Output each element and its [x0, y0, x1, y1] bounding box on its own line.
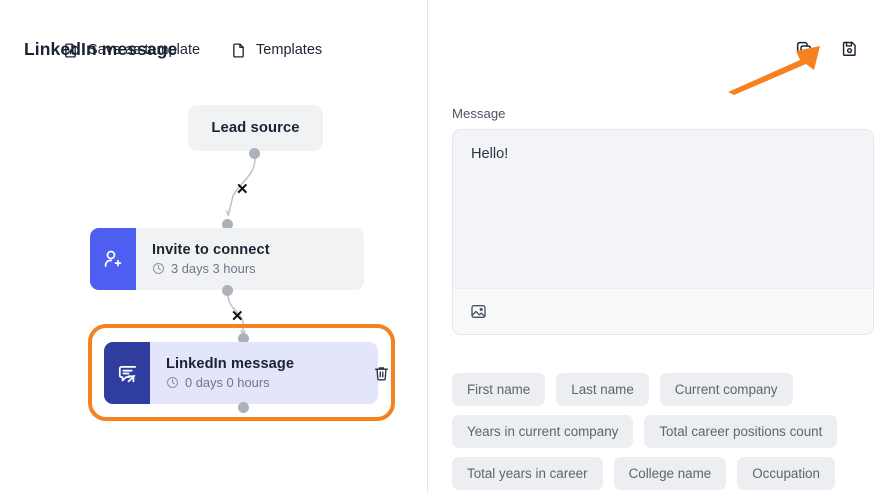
- node-handle-lead-source-out[interactable]: [243, 142, 266, 165]
- panel-divider: [427, 0, 428, 493]
- variable-chip-years-in-current-company[interactable]: Years in current company: [452, 415, 634, 448]
- node-body: Invite to connect 3 days 3 hours: [136, 242, 270, 276]
- node-title: Lead source: [211, 120, 300, 136]
- node-duration: 0 days 0 hours: [166, 375, 294, 390]
- node-duration: 3 days 3 hours: [152, 261, 270, 276]
- variable-chip-total-years-in-career[interactable]: Total years in career: [452, 457, 603, 490]
- editor-toolbar: [453, 288, 873, 334]
- variable-chip-occupation[interactable]: Occupation: [737, 457, 835, 490]
- message-editor[interactable]: Hello!: [452, 129, 874, 335]
- templates-label: Templates: [256, 42, 323, 58]
- variable-chip-list: First name Last name Current company Yea…: [452, 373, 874, 490]
- panel-header-actions: [794, 39, 860, 59]
- edge-delete-2[interactable]: ✕: [231, 308, 244, 325]
- node-duration-label: 0 days 0 hours: [185, 375, 270, 390]
- flow-node-lead-source[interactable]: Lead source: [188, 105, 323, 151]
- node-title: LinkedIn message: [166, 356, 295, 372]
- node-body: LinkedIn message 0 days 0 hours: [150, 356, 294, 390]
- clock-icon: [152, 262, 165, 275]
- flow-node-invite-to-connect[interactable]: Invite to connect 3 days 3 hours: [90, 228, 364, 290]
- floppy-save-icon[interactable]: [840, 39, 860, 59]
- delete-node-button[interactable]: [372, 364, 391, 383]
- file-plus-icon: [62, 42, 79, 59]
- save-as-template-button[interactable]: Save as template: [62, 42, 200, 59]
- message-field-label: Message: [452, 106, 506, 121]
- node-duration-label: 3 days 3 hours: [171, 261, 256, 276]
- variable-chip-total-career-positions-count[interactable]: Total career positions count: [644, 415, 838, 448]
- variable-chip-first-name[interactable]: First name: [452, 373, 546, 406]
- node-title: Invite to connect: [152, 242, 270, 258]
- edge-delete-1[interactable]: ✕: [236, 181, 249, 198]
- copy-icon[interactable]: [794, 39, 814, 59]
- file-icon: [230, 42, 247, 59]
- message-input[interactable]: Hello!: [471, 146, 509, 162]
- flow-node-linkedin-message[interactable]: LinkedIn message 0 days 0 hours: [104, 342, 378, 404]
- templates-button[interactable]: Templates: [230, 42, 322, 59]
- node-handle-invite-out[interactable]: [216, 279, 239, 302]
- save-as-template-label: Save as template: [88, 42, 201, 58]
- message-arrow-icon: [104, 342, 150, 404]
- variable-chip-college-name[interactable]: College name: [613, 457, 727, 490]
- variable-chip-last-name[interactable]: Last name: [556, 373, 649, 406]
- node-handle-message-out[interactable]: [232, 396, 255, 419]
- page-title: LinkedIn message: [24, 38, 178, 59]
- variable-chip-current-company[interactable]: Current company: [659, 373, 793, 406]
- flow-canvas[interactable]: Save as template Templates Lead source: [0, 0, 428, 493]
- user-plus-icon: [90, 228, 136, 290]
- panel-header: LinkedIn message: [24, 33, 860, 65]
- clock-icon: [166, 376, 179, 389]
- image-icon[interactable]: [469, 302, 488, 321]
- canvas-toolbar: Save as template Templates: [0, 34, 428, 66]
